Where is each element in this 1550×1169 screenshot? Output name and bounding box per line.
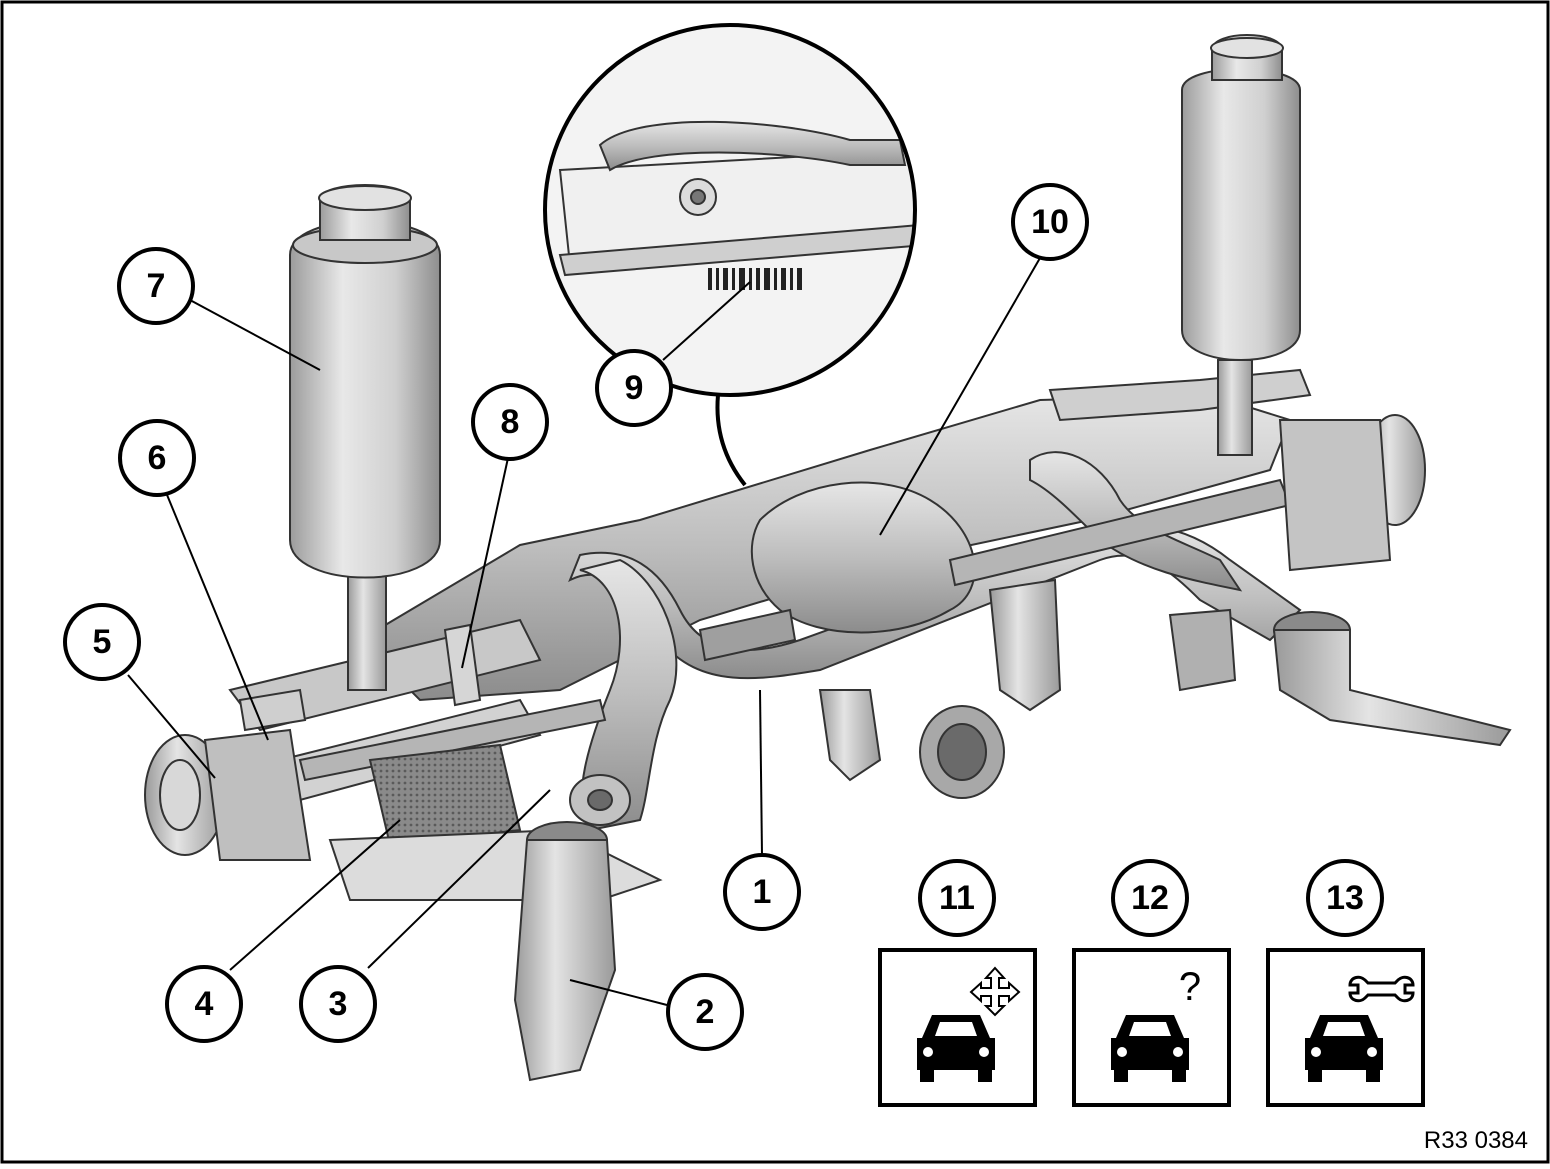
- callout-label-3: 3: [329, 985, 348, 1023]
- callout-8: 8: [471, 383, 549, 461]
- callout-9: 9: [595, 349, 673, 427]
- leader-line-1: [759, 689, 763, 856]
- leader-lines: [127, 257, 1041, 1006]
- leader-line-9: [662, 281, 751, 361]
- callout-label-12: 12: [1131, 879, 1169, 917]
- callout-label-7: 7: [147, 267, 166, 305]
- rear-axle-illustration: [144, 34, 1512, 1082]
- reference-code: R33 0384: [1424, 1127, 1528, 1154]
- leader-line-4: [229, 819, 401, 971]
- callout-label-13: 13: [1326, 879, 1364, 917]
- car-diagnosis-icon: ?: [1072, 948, 1231, 1107]
- callout-10: 10: [1011, 183, 1089, 261]
- callout-label-10: 10: [1031, 203, 1069, 241]
- callout-label-6: 6: [148, 439, 167, 477]
- car-repair-icon: [1266, 948, 1425, 1107]
- callout-label-2: 2: [696, 993, 715, 1031]
- callout-label-11: 11: [939, 879, 975, 917]
- callout-2: 2: [666, 973, 744, 1051]
- leader-line-8: [461, 457, 509, 669]
- leader-line-3: [367, 789, 551, 969]
- callout-11: 11: [918, 859, 996, 937]
- question-mark-glyph: ?: [1179, 965, 1201, 1009]
- callout-label-9: 9: [625, 369, 644, 407]
- leader-line-2: [569, 979, 668, 1006]
- leader-line-5: [127, 674, 216, 779]
- callout-3: 3: [299, 965, 377, 1043]
- car-adjust-icon: [878, 948, 1037, 1107]
- leader-line-10: [879, 257, 1041, 536]
- callout-1: 1: [723, 853, 801, 931]
- callout-label-5: 5: [93, 623, 112, 661]
- callout-6: 6: [118, 419, 196, 497]
- callout-4: 4: [165, 965, 243, 1043]
- leader-line-7: [189, 299, 321, 371]
- callout-7: 7: [117, 247, 195, 325]
- callout-13: 13: [1306, 859, 1384, 937]
- callout-12: 12: [1111, 859, 1189, 937]
- callout-label-1: 1: [753, 873, 772, 911]
- callout-label-4: 4: [195, 985, 214, 1023]
- callout-label-8: 8: [501, 403, 520, 441]
- leader-line-6: [164, 489, 269, 741]
- callout-5: 5: [63, 603, 141, 681]
- detail-magnifier: [543, 23, 917, 487]
